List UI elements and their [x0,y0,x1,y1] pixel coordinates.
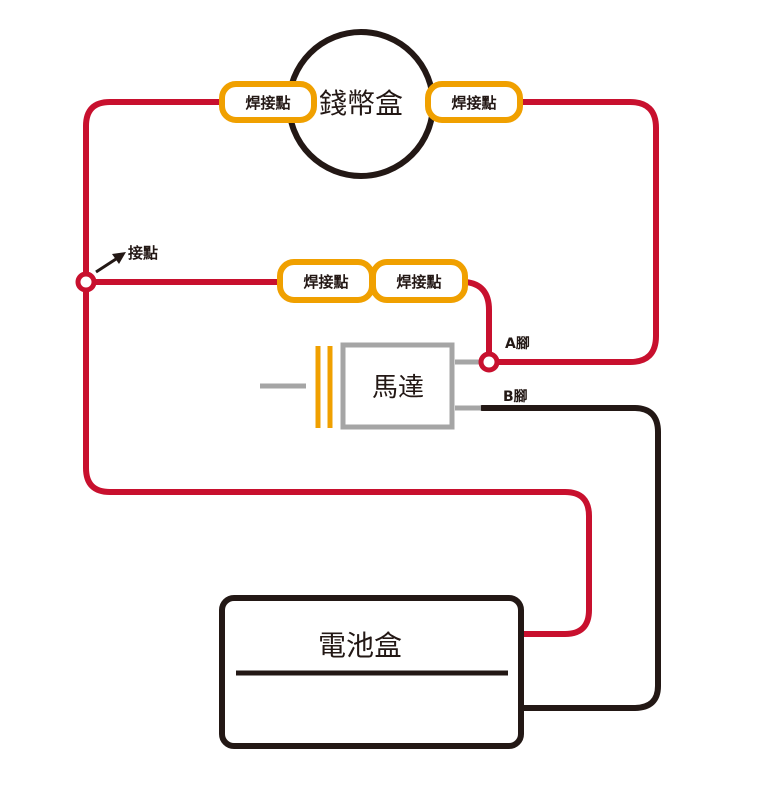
junction-label: 接點 [128,244,158,262]
solder-pad-top-left: 焊接點 [219,81,317,123]
solder-pad-top-right: 焊接點 [425,81,523,123]
junction-arrow-head [112,252,126,264]
battery-box: 電池盒 [219,595,524,749]
junction: 接點 [75,244,158,293]
solder-pad-middle-left: 焊接點 [277,259,375,303]
red-wires [83,99,659,637]
solder-pad-label: 焊接點 [451,94,496,112]
battery-box-label: 電池盒 [318,629,402,662]
red-wire-motor-branch [462,279,492,365]
motor-label: 馬達 [372,373,424,403]
coin-box-label: 錢幣盒 [319,87,403,120]
red-wire-right-loop [486,99,659,365]
pin-b-label: B腳 [503,389,528,405]
junction-arrow-line [95,257,117,274]
coin-box: 錢幣盒 [286,29,436,179]
solder-pad-label: 焊接點 [303,273,348,291]
pin-a-label: A腳 [505,336,530,352]
solder-pad-middle-right: 焊接點 [370,259,468,303]
solder-pad-label: 焊接點 [396,273,441,291]
red-wire-left-loop [83,99,592,637]
junction-dot [75,271,97,293]
black-wire [479,405,661,711]
motor: 馬達 [260,342,481,430]
motor-body [340,342,455,430]
pin-a-dot [478,351,500,373]
solder-pad-label: 焊接點 [245,94,290,112]
